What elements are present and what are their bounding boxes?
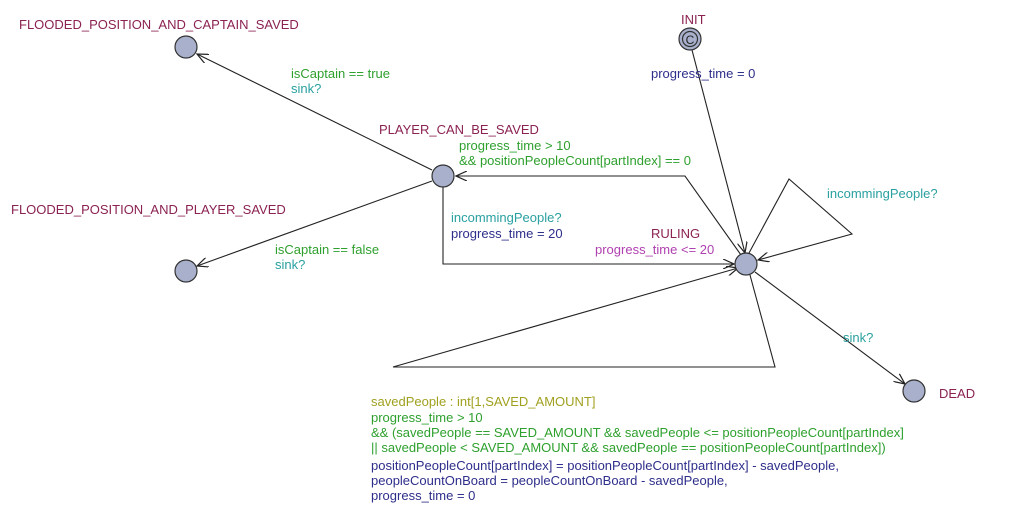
player-saved-guard-label: isCaptain == false (275, 242, 379, 257)
location-init-inner-ring (681, 30, 699, 48)
player-to-ruling-update-label: progress_time = 20 (451, 226, 563, 241)
location-dead-node[interactable] (902, 379, 926, 403)
location-flooded-captain-label: FLOODED_POSITION_AND_CAPTAIN_SAVED (19, 17, 299, 32)
init-update-label: progress_time = 0 (651, 66, 755, 81)
save-loop-guard-2: && (savedPeople == SAVED_AMOUNT && saved… (371, 425, 904, 440)
edge-player-to-captain (197, 54, 433, 171)
location-ruling-label: RULING (651, 226, 700, 241)
captain-sync-label: sink? (291, 81, 321, 96)
save-loop-guard-3: || savedPeople < SAVED_AMOUNT && savedPe… (371, 440, 886, 455)
save-loop-guard-1: progress_time > 10 (371, 410, 483, 425)
captain-guard-label: isCaptain == true (291, 66, 390, 81)
edge-ruling-self-loop (748, 178, 854, 260)
save-loop-select-label: savedPeople : int[1,SAVED_AMOUNT] (371, 394, 595, 409)
location-ruling-node[interactable] (734, 252, 758, 276)
edge-player-to-ruling (442, 186, 734, 264)
save-loop-update-1: positionPeopleCount[partIndex] = positio… (371, 458, 839, 473)
edge-init-to-ruling (691, 49, 745, 253)
location-player-can-be-saved-label: PLAYER_CAN_BE_SAVED (379, 122, 539, 137)
edge-player-to-player-saved (197, 180, 433, 266)
edge-ruling-save-loop (392, 268, 776, 368)
player-to-ruling-sync-label: incommingPeople? (451, 210, 562, 225)
location-flooded-player-node[interactable] (174, 259, 198, 283)
location-flooded-captain-node[interactable] (174, 35, 198, 59)
ruling-self-sync-label: incommingPeople? (827, 186, 938, 201)
save-loop-update-3: progress_time = 0 (371, 488, 475, 503)
player-saved-sync-label: sink? (275, 257, 305, 272)
location-init-label: INIT (681, 12, 706, 27)
location-flooded-player-label: FLOODED_POSITION_AND_PLAYER_SAVED (11, 202, 286, 217)
save-loop-update-2: peopleCountOnBoard = peopleCountOnBoard … (371, 473, 728, 488)
ruling-to-player-guard-1: progress_time > 10 (459, 138, 571, 153)
location-dead-label: DEAD (939, 386, 975, 401)
location-player-can-be-saved-node[interactable] (431, 164, 455, 188)
edge-ruling-to-dead (754, 271, 905, 384)
ruling-to-player-guard-2: && positionPeopleCount[partIndex] == 0 (459, 153, 691, 168)
dead-sync-label: sink? (843, 330, 873, 345)
committed-mark: C (686, 33, 695, 47)
edge-ruling-to-player (456, 176, 742, 256)
ruling-invariant: progress_time <= 20 (595, 242, 714, 257)
